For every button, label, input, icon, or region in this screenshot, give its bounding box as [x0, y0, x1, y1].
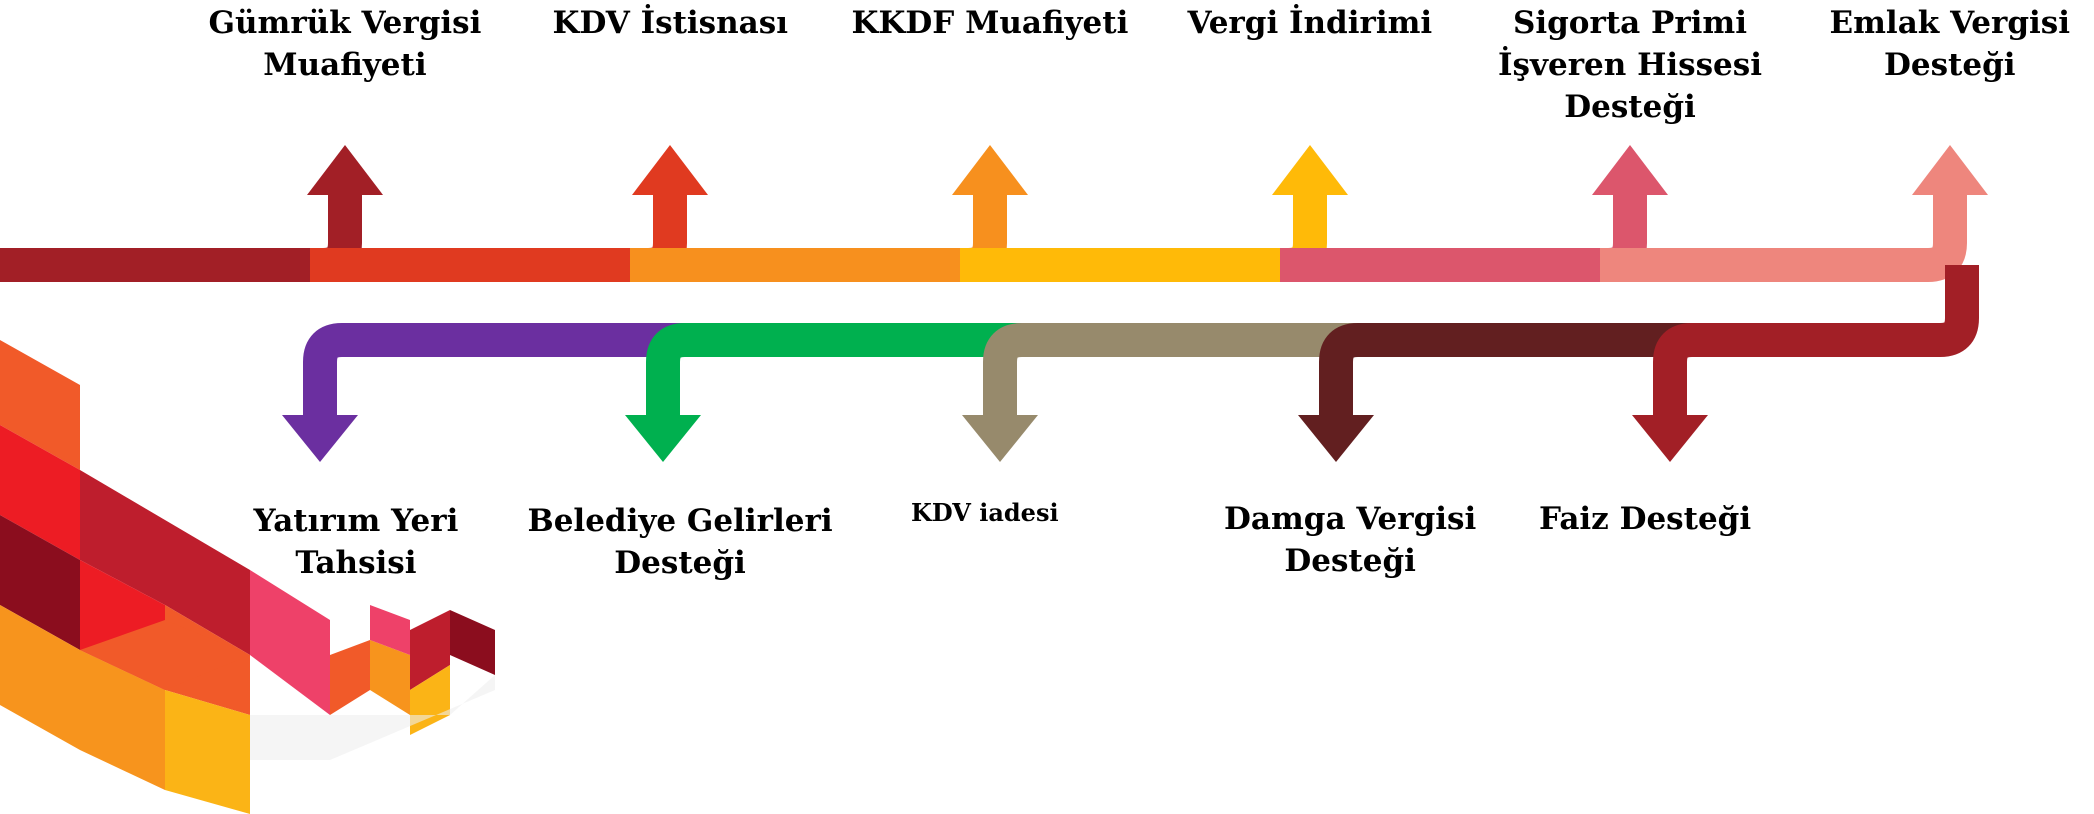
bottom-pipe-2 — [646, 323, 1045, 415]
bottom-pipe-5 — [1653, 323, 1694, 415]
cube-face-0 — [0, 340, 80, 470]
cube-shadow — [250, 675, 495, 760]
return-connector — [1690, 265, 1979, 357]
bottom-pipe-4 — [1319, 323, 1690, 415]
cube-face-9 — [80, 650, 165, 790]
top-pipe-6 — [1600, 195, 1967, 282]
top-pipe-2 — [310, 195, 687, 282]
top-label-line: Vergi İndirimi — [1187, 5, 1433, 41]
cube-face-14 — [370, 605, 410, 655]
top-arrow-head-6 — [1912, 145, 1988, 195]
bottom-label-line: Faiz Desteği — [1539, 501, 1752, 537]
cube-face-15 — [410, 610, 450, 690]
bottom-label-3: KDV iadesi — [911, 498, 1059, 528]
decorative-cubes — [0, 340, 495, 814]
bottom-arrow-head-3 — [962, 415, 1038, 462]
top-label-3: KKDF Muafiyeti — [852, 2, 1129, 44]
cube-face-5 — [165, 520, 250, 655]
top-arrow-head-4 — [1272, 145, 1348, 195]
top-arrow-head-5 — [1592, 145, 1668, 195]
bottom-label-line: Belediye Gelirleri — [527, 503, 833, 539]
cube-face-11 — [80, 620, 250, 690]
cube-face-12 — [330, 640, 370, 715]
top-label-line: KKDF Muafiyeti — [851, 5, 1129, 41]
bottom-arrow-head-2 — [625, 415, 701, 462]
top-arrow-head-1 — [307, 145, 383, 195]
top-pipe-1 — [0, 195, 362, 282]
cube-face-10 — [165, 690, 250, 814]
top-pipe-5 — [1280, 195, 1647, 282]
incentive-pipes — [0, 145, 1988, 462]
cube-face-13 — [370, 640, 410, 715]
top-label-2: KDV İstisnası — [553, 2, 788, 44]
bottom-label-line: Yatırım Yeri — [253, 503, 459, 539]
bottom-label-line: Desteği — [614, 545, 746, 581]
top-label-line: Emlak Vergisi — [1829, 5, 2071, 41]
bottom-arrow-head-1 — [282, 415, 358, 462]
top-label-line: İşveren Hissesi — [1498, 47, 1762, 83]
top-label-line: Desteği — [1564, 89, 1696, 125]
top-arrow-head-3 — [952, 145, 1028, 195]
top-label-line: Sigorta Primi — [1512, 5, 1748, 41]
bottom-label-line: KDV iadesi — [911, 498, 1059, 527]
bottom-pipe-3 — [983, 323, 1380, 415]
top-label-line: Muafiyeti — [263, 47, 427, 83]
top-label-4: Vergi İndirimi — [1188, 2, 1433, 44]
top-label-line: Gümrük Vergisi — [208, 5, 482, 41]
cube-face-16 — [450, 610, 495, 675]
cube-face-8 — [0, 605, 80, 750]
cube-face-7 — [250, 570, 330, 715]
bottom-label-line: Tahsisi — [295, 545, 417, 581]
top-pipe-4 — [960, 195, 1327, 282]
bottom-label-5: Faiz Desteği — [1539, 498, 1751, 540]
top-arrow-head-2 — [632, 145, 708, 195]
bottom-label-line: Desteği — [1284, 543, 1416, 579]
bottom-arrow-head-5 — [1632, 415, 1708, 462]
top-label-line: KDV İstisnası — [552, 5, 788, 41]
bottom-label-line: Damga Vergisi — [1224, 501, 1477, 537]
bottom-arrow-head-4 — [1298, 415, 1374, 462]
bottom-pipe-1 — [303, 323, 710, 415]
top-label-line: Desteği — [1883, 47, 2016, 83]
